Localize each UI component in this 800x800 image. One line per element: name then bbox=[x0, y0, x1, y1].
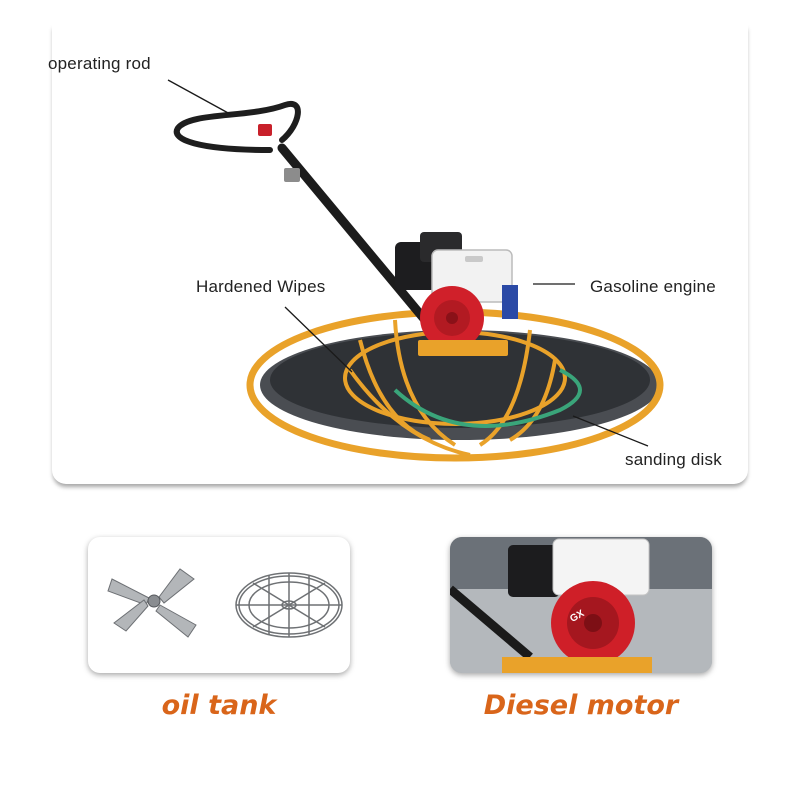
operating-rod-loop bbox=[173, 100, 301, 153]
operating-rod-leader bbox=[167, 79, 231, 115]
right-caption: Diesel motor bbox=[483, 690, 679, 721]
operating-rod-label: operating rod bbox=[48, 54, 151, 73]
accessories-card bbox=[88, 537, 350, 673]
hardened-wipes-leader bbox=[284, 306, 353, 373]
sanding-disk-label: sanding disk bbox=[625, 450, 722, 469]
engine-photo bbox=[450, 537, 712, 673]
engine-mount bbox=[418, 340, 508, 356]
hardened-wipes-label: Hardened Wipes bbox=[196, 277, 326, 296]
sanding-disk-leader bbox=[572, 415, 649, 447]
green-hose bbox=[393, 368, 582, 428]
engine-photo-card: GX bbox=[450, 537, 712, 673]
accessories-illustration bbox=[107, 568, 343, 638]
handle-pole bbox=[277, 143, 430, 325]
wire-guard-ring-icon bbox=[235, 572, 343, 638]
gasoline-engine-label: Gasoline engine bbox=[590, 277, 716, 296]
left-caption: oil tank bbox=[161, 690, 277, 721]
trowel-blades-icon bbox=[107, 568, 197, 638]
